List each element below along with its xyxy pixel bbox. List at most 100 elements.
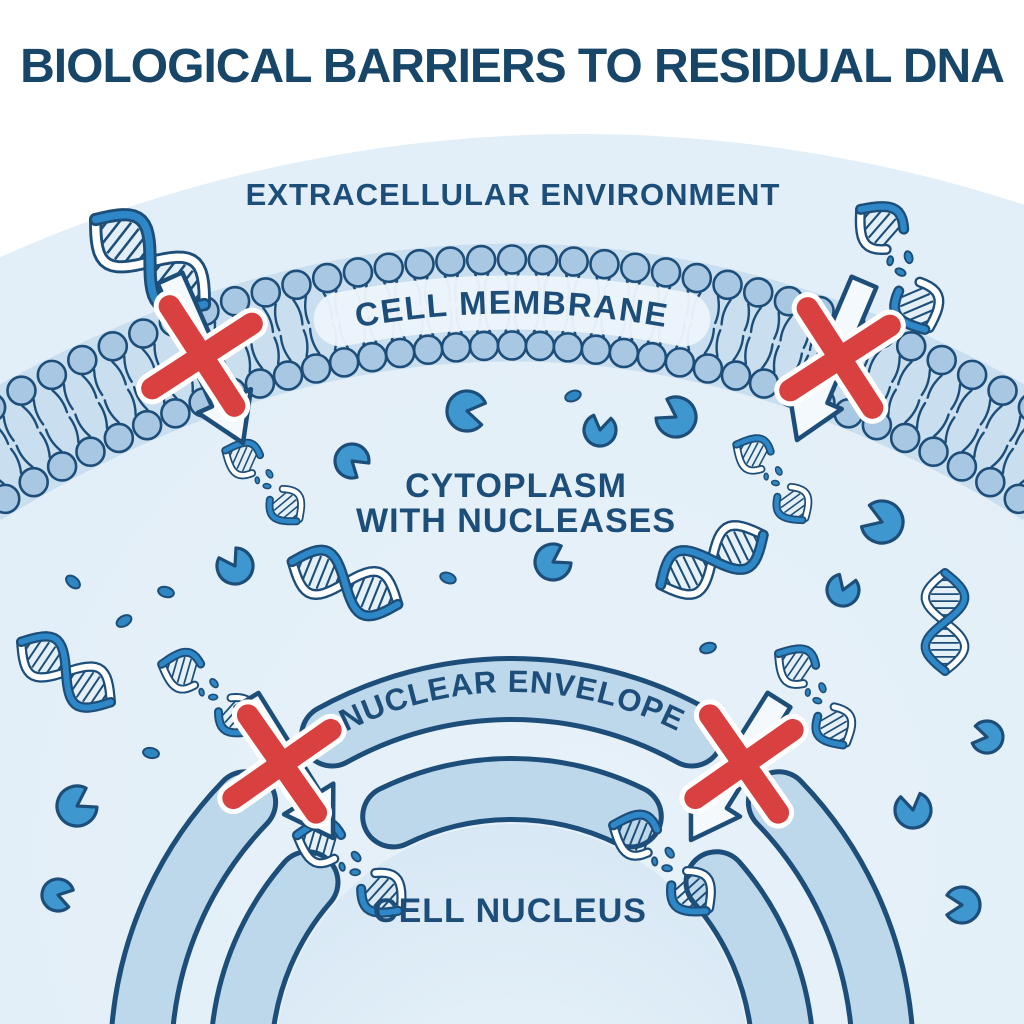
nuclease-icon [654,395,698,439]
lipid-tail [1001,447,1015,475]
lipid-tail [920,368,932,397]
dna-fragment-icon [664,846,675,859]
lipid-tail [304,295,310,325]
lipid-tail [62,383,74,411]
lipid-head [250,277,282,308]
lipid-head [103,422,135,454]
lipid-head [97,331,129,362]
lipid-tail [760,343,774,370]
lipid-head [664,347,696,378]
lipid-head [356,341,388,373]
lipid-tail [132,385,149,411]
lipid-head [946,451,978,482]
nuclease-icon [55,784,99,828]
dna-fragment-icon [651,856,659,867]
membrane-label-band [0,275,1024,484]
lipid-tail [126,388,137,417]
lipid-head [311,262,343,294]
lipid-tail [15,444,34,468]
dna-fragment-icon [661,864,673,873]
broken-dna-icon [608,809,716,917]
broken-dna-icon [221,438,306,526]
lipid-tail [932,413,950,438]
lipid-head [300,353,332,384]
lipid-head [918,436,949,468]
nuclease-icon [945,885,982,925]
lipid-head [527,244,559,276]
lipid-tail [92,368,104,397]
lipid-head [748,368,780,399]
broken-dna-icon [732,434,813,525]
dna-fragment-icon [157,585,175,599]
lipid-head [681,262,713,294]
lipid-head [496,330,528,361]
dna-fragment-icon [349,868,361,877]
lipid-head [589,248,620,280]
cell-nucleus-label: CELL NUCLEUS [373,892,647,930]
dna-fragment-icon [115,614,133,628]
lipid-head [440,332,472,363]
dna-helix-icon [920,568,970,676]
lipid-tail [273,336,280,365]
nuclease-icon [533,542,573,582]
lipid-tail [0,479,5,485]
dna-fragment-icon [142,746,160,760]
nuclear-envelope-band-fill [304,661,720,764]
lipid-tail [773,311,781,340]
dna-fragment-icon [262,482,272,490]
dna-fragment-icon [812,696,823,705]
lipid-head [889,422,921,454]
dna-fragment-icon [350,850,362,863]
nuclease-icon [582,413,618,448]
lipid-tail [97,401,109,430]
dna-helix-icon [286,544,404,622]
dna-fragment-icon [439,571,457,585]
lipid-tail [772,345,780,374]
nuclear-envelope-band-fill [688,854,809,1024]
lipid-head [435,246,466,277]
dna-fragment-icon [254,476,261,485]
lipid-tail [9,447,23,475]
dna-fragment-icon [774,466,783,476]
lipid-tail [915,401,927,430]
lipid-head [619,252,651,284]
lipid-head [328,347,360,378]
dna-fragment-icon [903,250,914,265]
dna-fragment-icon [65,574,81,590]
lipid-tail [21,404,39,429]
dna-fragment-icon [770,479,781,487]
lipid-tail [292,298,304,326]
lipid-head [465,244,497,276]
lipid-tail [250,343,264,370]
lipid-tail [68,416,80,444]
lipid-tail [273,303,281,332]
lipid-tail [302,329,309,358]
lipid-tail [990,444,1009,468]
lipid-head [384,337,416,369]
lipid-head [272,360,304,391]
extracellular-label: EXTRACELLULAR ENVIRONMENT [246,177,781,212]
blocked-entry-arrows [136,270,906,843]
lipid-tail [703,327,716,355]
lipid-tail [926,374,943,399]
nuclease-icon [859,499,905,545]
dna-fragment-icon [198,687,205,697]
lipid-head [46,451,78,482]
nuclear-envelope-band-fill [114,774,274,1024]
dna-fragment-icon [265,469,274,479]
lipid-head [6,375,37,406]
lipid-head [404,248,435,280]
lipid-tail [904,399,921,424]
lipid-head [975,466,1006,498]
lipid-head [712,269,743,301]
lipid-head [636,341,668,373]
lipid-tail [279,334,292,362]
lipid-tail [123,355,133,383]
lipid-head [987,375,1018,406]
broken-dna-icon [292,816,407,918]
dna-fragment-icon [763,472,769,481]
red-cross-icon [679,699,809,829]
lipid-head [18,466,49,498]
nuclease-icon [333,442,371,480]
